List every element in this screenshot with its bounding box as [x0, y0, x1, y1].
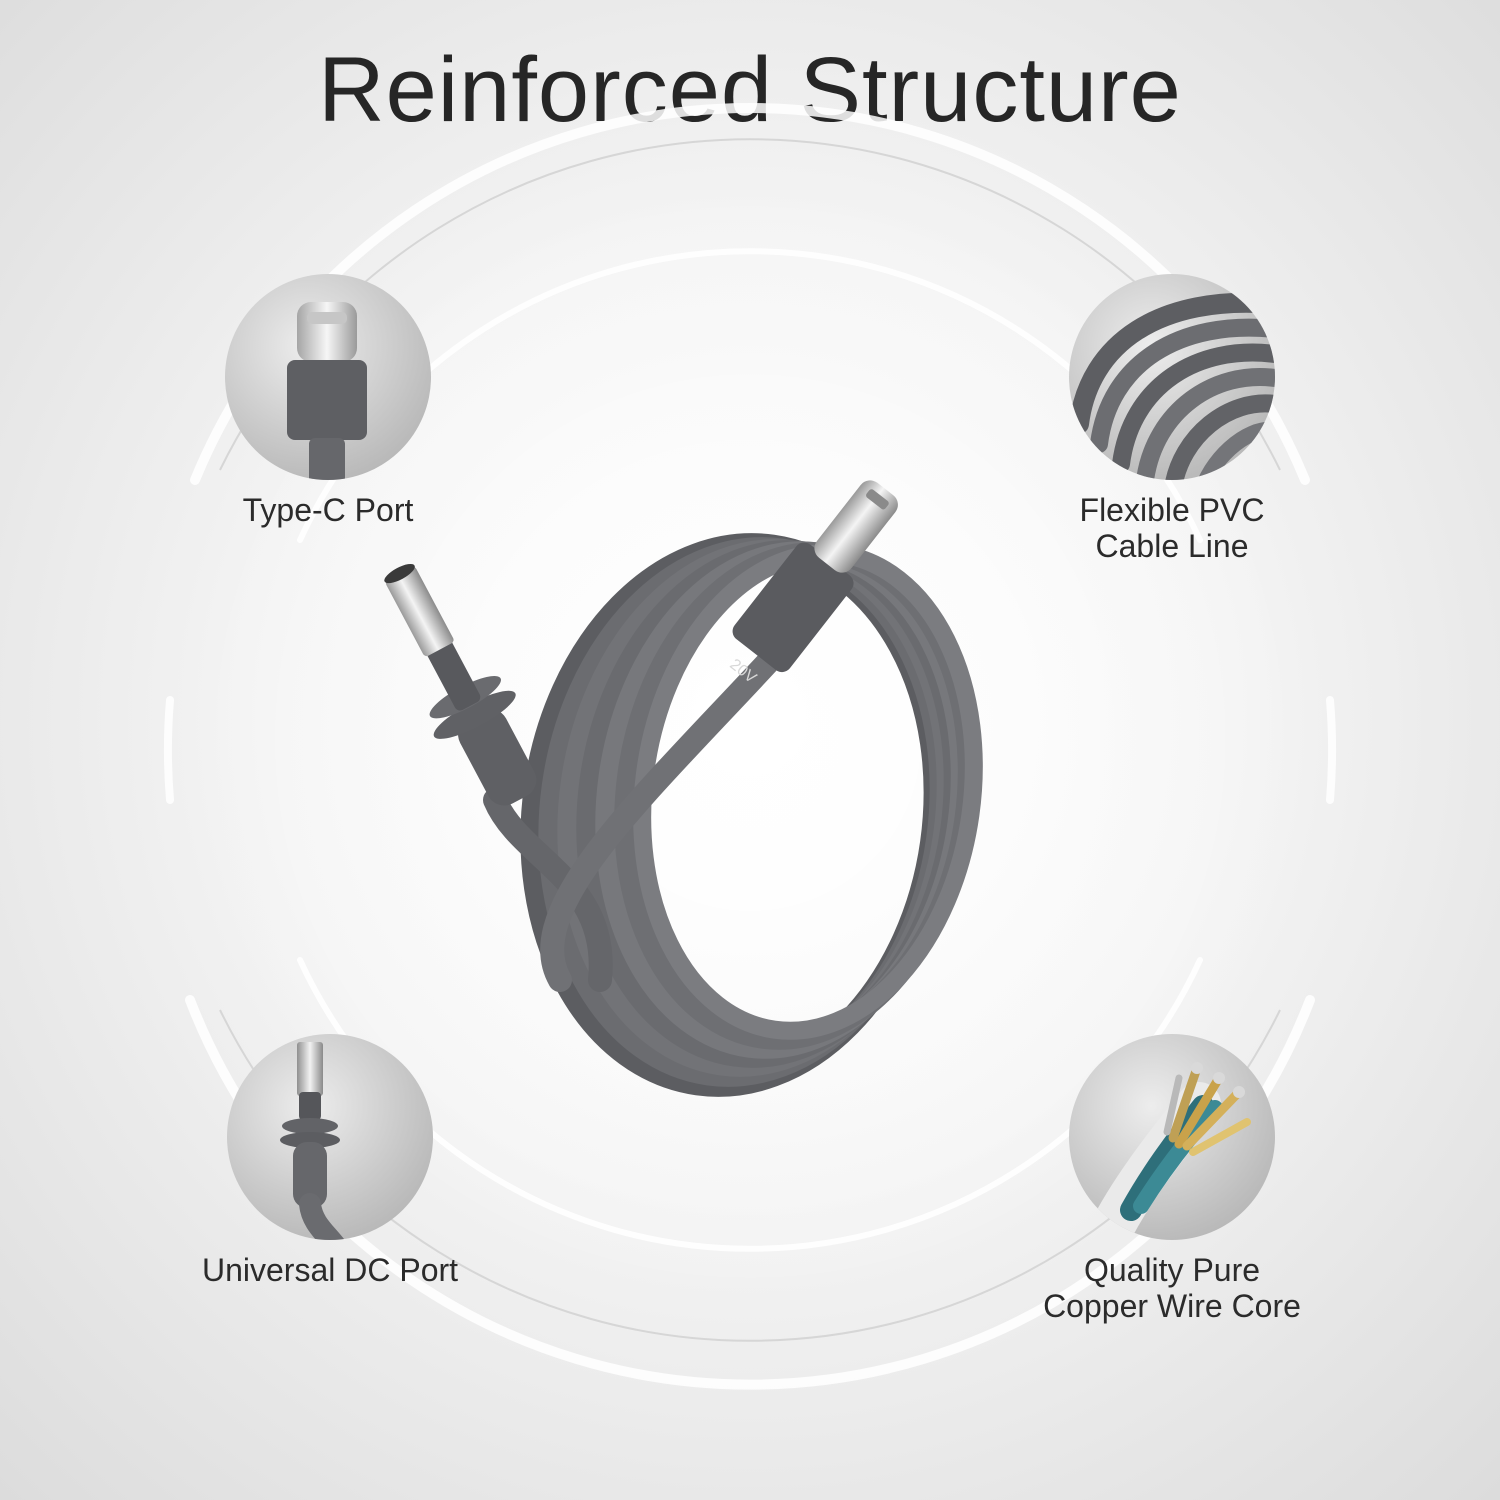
feature-type-c-port: Type-C Port	[178, 274, 478, 528]
type-c-port-label: Type-C Port	[242, 492, 414, 528]
type-c-cable-lead	[540, 648, 782, 992]
pvc-cable-label: Flexible PVC Cable Line	[1079, 492, 1265, 564]
coiled-cable-icon	[1069, 274, 1275, 480]
dc-barrel-plug	[384, 563, 537, 806]
copper-core-label: Quality Pure Copper Wire Core	[1043, 1252, 1301, 1324]
copper-wire-core-icon	[1069, 1034, 1275, 1240]
feature-universal-dc-port: Universal DC Port	[180, 1034, 480, 1288]
feature-flexible-pvc: Flexible PVC Cable Line	[1022, 274, 1322, 564]
type-c-plug: 20V	[726, 480, 898, 687]
dc-barrel-connector-icon	[227, 1034, 433, 1240]
dc-cable-lead	[483, 788, 613, 992]
usb-c-connector-icon	[225, 274, 431, 480]
page-title: Reinforced Structure	[318, 39, 1182, 141]
dc-port-label: Universal DC Port	[201, 1252, 459, 1288]
feature-copper-core: Quality Pure Copper Wire Core	[1022, 1034, 1322, 1324]
